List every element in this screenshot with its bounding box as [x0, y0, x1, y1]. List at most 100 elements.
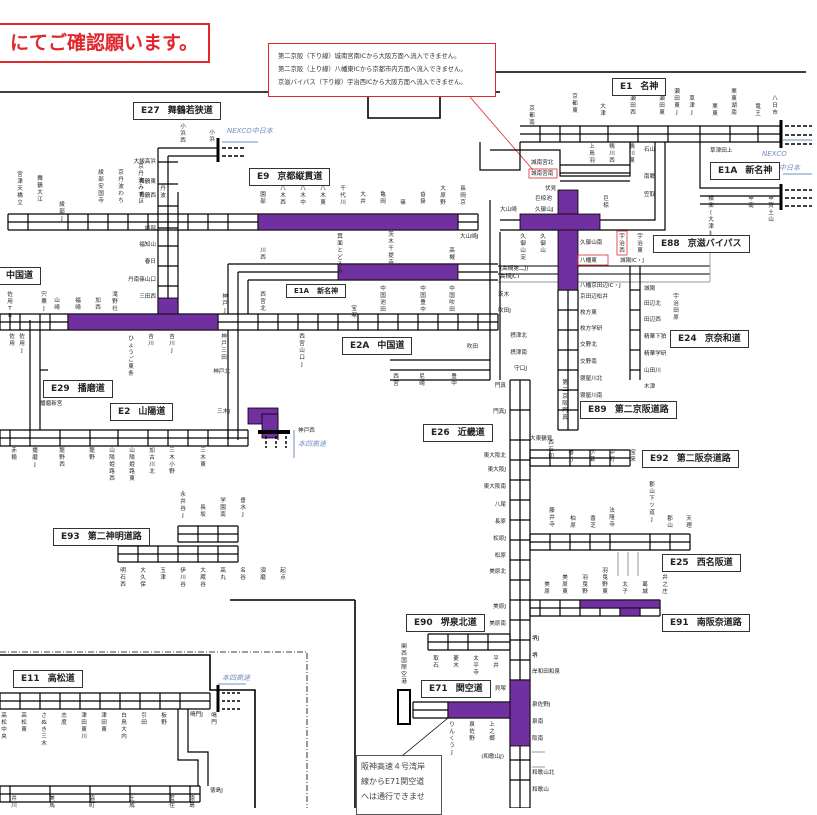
- e92-station-label: 宝来: [630, 448, 636, 463]
- e9-station-label: 亀岡: [380, 190, 386, 205]
- station-label: 大山崎: [500, 205, 517, 213]
- station-label: 久御山南: [580, 238, 603, 246]
- station-label: 長原: [495, 518, 507, 525]
- station-label: 和歌山: [532, 785, 549, 793]
- station-label: 城陽IC・J: [620, 256, 644, 264]
- e93-station-label: 高丸: [220, 566, 226, 581]
- station-label: 久御山J: [535, 205, 554, 213]
- station-label: 摂津北: [510, 331, 527, 339]
- chugoku-station-label: 山崎: [54, 296, 60, 311]
- e25-station-label: 法隆寺: [609, 506, 615, 528]
- station-label: 吹田: [467, 342, 479, 350]
- e1-station-label: 八日市: [772, 96, 778, 116]
- closed-section-fushimi: [557, 189, 579, 291]
- e92-station-label: 小瀬: [589, 448, 595, 463]
- station-label: 茨木: [498, 290, 510, 298]
- e11-station-label: 徳島: [189, 794, 195, 808]
- station-label: 綾部: [145, 224, 157, 232]
- closed-sections: [67, 189, 661, 747]
- e1-station-label: 竜王: [755, 102, 761, 117]
- chugoku-station-label: 加西: [95, 296, 101, 311]
- e11-station-label: 白鳥大内: [121, 711, 127, 740]
- e90-station-label: 太平寺: [473, 654, 479, 676]
- e2-station-label: 赤穂: [11, 446, 17, 461]
- station-label: 岸和田和泉: [532, 667, 560, 675]
- closed-section-mino: [337, 263, 459, 281]
- closed-section-hanwa: [509, 679, 531, 747]
- e2-station-label: 加古川北: [149, 446, 155, 475]
- notice-text: にてご確認願います。: [10, 32, 199, 54]
- station-label: 城陽: [644, 284, 656, 292]
- e93-station-label: 須磨: [260, 566, 266, 581]
- station-label: 三木J: [217, 407, 230, 415]
- chugoku-station-label: 佐用: [9, 332, 15, 347]
- station-label: 泉佐野J: [532, 700, 551, 708]
- honshi-label: 本四高速: [298, 440, 327, 448]
- station-label: 石山: [644, 145, 655, 153]
- e2-station-label: 龍野: [89, 446, 95, 461]
- station-label: 大東鶴見: [530, 434, 553, 442]
- note-leader: [401, 717, 449, 757]
- station-label: 鳴門: [211, 711, 217, 726]
- e1-branch: [479, 142, 521, 171]
- station-label: 枚方学研: [580, 324, 603, 332]
- station-label: 神戸西: [298, 426, 315, 434]
- e1-station-label: 京都南: [529, 104, 535, 126]
- airport-box: [397, 689, 411, 725]
- station-label: 交野南: [580, 357, 597, 365]
- station-label: 守口J: [514, 364, 527, 372]
- station-label: 寝屋川南: [580, 391, 603, 399]
- restriction-line: 京滋バイパス（下り線）宇治西ICから大阪方面へ流入できません。: [278, 79, 467, 86]
- e1-station-label: 大津: [600, 102, 606, 117]
- e2-station-label: 龍野西: [59, 446, 65, 468]
- route-label-chugoku[interactable]: 中国道: [0, 267, 42, 285]
- station-label: 貝塚: [495, 684, 507, 692]
- nexco-label: NEXCO: [762, 150, 787, 158]
- station-label: 八尾: [495, 501, 507, 508]
- station-label: 山田川: [644, 366, 661, 374]
- restriction-line: 第二京阪（下り線）城南宮南ICから大阪方面へ流入できません。: [278, 53, 461, 60]
- station-label: 巨椋: [603, 195, 609, 209]
- e1-station-label: 瀬田西: [630, 94, 636, 116]
- e11-station-label: さぬき三木: [41, 712, 47, 747]
- restricted-ic-marker: [577, 254, 609, 266]
- e91-station-label: 弁之庄: [662, 573, 668, 595]
- station-label: (高槻第二J): [500, 264, 528, 272]
- e2a-station-label: 西宮: [393, 373, 399, 387]
- station-label: 徳島J: [210, 786, 223, 794]
- station-label: 神戸北: [213, 367, 230, 375]
- chugoku-station-label: 中国吹田: [449, 284, 455, 313]
- shikoku-frame: [0, 654, 256, 808]
- closed-section-sandanishi: [157, 297, 179, 315]
- e71-station-label: 上之郷: [489, 720, 495, 742]
- station-label: 京田辺松井: [580, 292, 608, 300]
- chugoku-station-label: 神戸三田: [221, 332, 227, 361]
- station-label: 精華学研: [644, 349, 667, 357]
- e91-station-label: 羽曳野: [582, 574, 588, 595]
- station-label: 春日: [145, 257, 156, 265]
- notice-banner: にてご確認願います。: [0, 23, 210, 63]
